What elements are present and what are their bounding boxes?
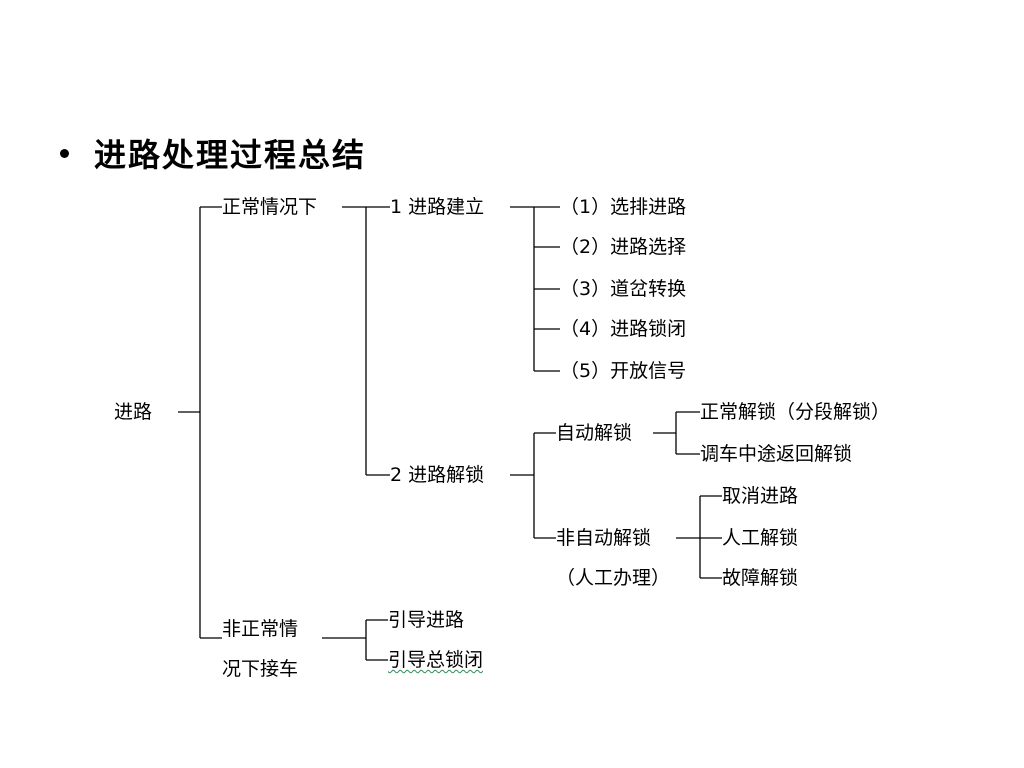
bullet-icon [60, 148, 69, 158]
node-unlock: 2 进路解锁 [390, 464, 485, 486]
node-abnormal-line2: 况下接车 [222, 658, 299, 680]
manual-item-2: 人工解锁 [722, 527, 799, 549]
slide-title: 进路处理过程总结 [60, 128, 366, 178]
step-5: （5）开放信号 [560, 360, 687, 382]
step-2: （2）进路选择 [560, 236, 687, 258]
abnormal-item-2: 引导总锁闭 [388, 649, 484, 671]
auto-item-1: 正常解锁（分段解锁） [700, 401, 891, 423]
node-manual-unlock: 非自动解锁 [556, 527, 652, 549]
node-normal: 正常情况下 [222, 196, 318, 218]
step-1: （1）选排进路 [560, 196, 687, 218]
step-4: （4）进路锁闭 [560, 318, 687, 340]
manual-item-1: 取消进路 [722, 485, 799, 507]
node-root: 进路 [114, 401, 153, 423]
node-establish: 1 进路建立 [390, 196, 485, 218]
manual-item-3: 故障解锁 [722, 567, 799, 589]
node-abnormal-line1: 非正常情 [222, 618, 299, 640]
manual-unlock-note: （人工办理） [556, 567, 671, 589]
title-text: 进路处理过程总结 [94, 136, 367, 174]
step-3: （3）道岔转换 [560, 278, 687, 300]
node-auto-unlock: 自动解锁 [556, 422, 633, 444]
auto-item-2: 调车中途返回解锁 [700, 443, 853, 465]
abnormal-item-1: 引导进路 [388, 609, 465, 631]
